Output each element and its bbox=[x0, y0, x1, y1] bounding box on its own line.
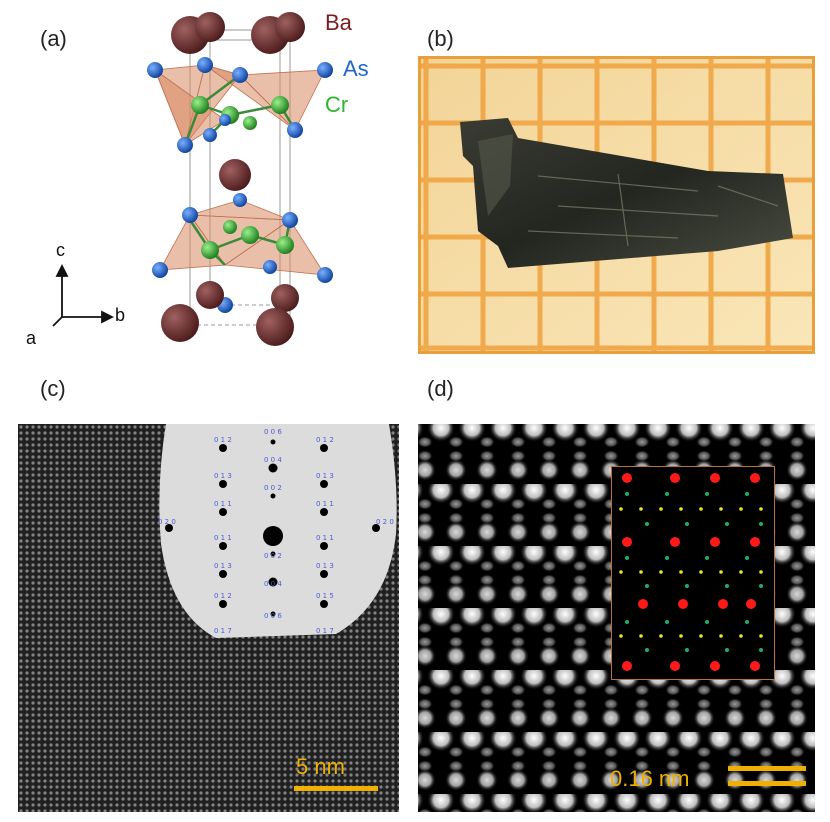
spot-label-right-edge: 0 2 0 bbox=[376, 518, 394, 526]
spot-label-right-7: 0 1 7 bbox=[316, 627, 334, 635]
axis-label-b: b bbox=[115, 305, 126, 325]
spot-label-right-2: 0 1 3 bbox=[316, 472, 334, 480]
axis-label-c: c bbox=[56, 240, 65, 260]
spot-label-left-6: 0 1 2 bbox=[214, 592, 232, 600]
crystal-photo-image bbox=[418, 56, 815, 354]
spot-label-center-4: 0 0 4 bbox=[264, 580, 282, 588]
spot-label-left-edge: 0 2 0 bbox=[158, 518, 176, 526]
spot-label-right-4: 0 1 1 bbox=[316, 534, 334, 542]
spot-label-center-2: 0 0 2 bbox=[264, 484, 282, 492]
spot-label-right-6: 0 1 5 bbox=[316, 592, 334, 600]
element-label-ba: Ba bbox=[325, 10, 352, 35]
spot-label-center-1: 0 0 4 bbox=[264, 456, 282, 464]
spot-label-top: 0 0 6 bbox=[264, 428, 282, 436]
spot-label-center-5: 0 0 6 bbox=[264, 612, 282, 620]
scale-bar-label-d: 0.16 nm bbox=[610, 766, 690, 791]
crystal-photo bbox=[418, 56, 815, 354]
scale-bar-label-c: 5 nm bbox=[296, 754, 345, 779]
panel-label-d: (d) bbox=[427, 376, 454, 401]
crystal-structure-panel bbox=[130, 5, 360, 350]
panel-label-b: (b) bbox=[427, 26, 454, 51]
scale-bar-c bbox=[294, 786, 378, 791]
scale-bar-d-bottom bbox=[728, 781, 806, 786]
spot-label-left-7: 0 1 7 bbox=[214, 627, 232, 635]
diffraction-pattern: 0 0 6 0 2 0 0 2 0 0 0 4 0 0 2 0 0 2 0 0 … bbox=[158, 424, 397, 638]
spot-label-right-1: 0 1 2 bbox=[316, 436, 334, 444]
axis-triad bbox=[52, 263, 115, 327]
element-label-cr: Cr bbox=[325, 92, 349, 117]
element-label-as: As bbox=[343, 56, 369, 81]
spot-label-left-4: 0 1 1 bbox=[214, 534, 232, 542]
axis-label-a: a bbox=[26, 328, 37, 348]
spot-label-left-1: 0 1 2 bbox=[214, 436, 232, 444]
spot-label-left-5: 0 1 3 bbox=[214, 562, 232, 570]
scale-bar-d-top bbox=[728, 766, 806, 771]
spot-label-left-3: 0 1 1 bbox=[214, 500, 232, 508]
stem-image: 0.16 nm bbox=[418, 424, 815, 812]
panel-label-c: (c) bbox=[40, 376, 66, 401]
spot-label-left-2: 0 1 3 bbox=[214, 472, 232, 480]
spot-label-right-3: 0 1 1 bbox=[316, 500, 334, 508]
panel-label-a: (a) bbox=[40, 26, 67, 51]
spot-label-right-5: 0 1 3 bbox=[316, 562, 334, 570]
hrtem-image: 0 0 6 0 2 0 0 2 0 0 0 4 0 0 2 0 0 2 0 0 … bbox=[18, 424, 399, 812]
spot-label-center-3: 0 0 2 bbox=[264, 552, 282, 560]
atomic-model-inset bbox=[611, 466, 775, 680]
crystal-structure-diagram bbox=[147, 12, 333, 346]
